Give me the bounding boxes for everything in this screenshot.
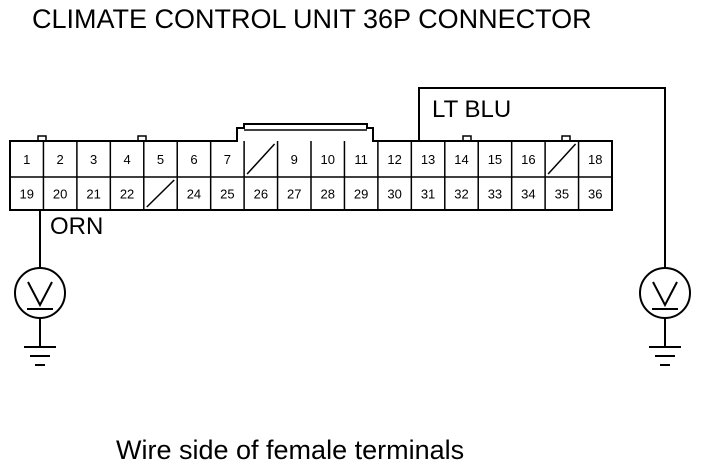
terminal-6: 6 bbox=[190, 152, 197, 167]
wire-lt-blu: LT BLU bbox=[418, 87, 666, 268]
terminal-24: 24 bbox=[187, 187, 201, 202]
ground-icon bbox=[649, 346, 681, 366]
voltmeter-icon bbox=[639, 267, 691, 346]
terminal-31: 31 bbox=[421, 187, 435, 202]
terminal-28: 28 bbox=[320, 187, 334, 202]
terminal-36: 36 bbox=[588, 187, 602, 202]
terminal-35: 35 bbox=[555, 187, 569, 202]
terminal-29: 29 bbox=[354, 187, 368, 202]
terminal-25: 25 bbox=[220, 187, 234, 202]
terminal-34: 34 bbox=[521, 187, 535, 202]
terminal-14: 14 bbox=[454, 152, 468, 167]
terminal-10: 10 bbox=[320, 152, 334, 167]
terminal-1: 1 bbox=[23, 152, 30, 167]
terminal-32: 32 bbox=[454, 187, 468, 202]
diagram-caption: Wire side of female terminals bbox=[116, 435, 464, 465]
terminal-11: 11 bbox=[354, 152, 368, 167]
voltmeter-icon bbox=[14, 267, 66, 346]
diagram-title: CLIMATE CONTROL UNIT 36P CONNECTOR bbox=[32, 4, 592, 34]
terminal-21: 21 bbox=[86, 187, 100, 202]
terminal-19: 19 bbox=[19, 187, 33, 202]
terminal-27: 27 bbox=[287, 187, 301, 202]
terminal-13: 13 bbox=[421, 152, 435, 167]
wire-orn: ORN bbox=[39, 210, 103, 268]
terminal-15: 15 bbox=[488, 152, 502, 167]
terminal-9: 9 bbox=[291, 152, 298, 167]
terminal-3: 3 bbox=[90, 152, 97, 167]
ground-icon bbox=[24, 346, 56, 366]
terminal-26: 26 bbox=[254, 187, 268, 202]
terminal-30: 30 bbox=[387, 187, 401, 202]
terminal-2: 2 bbox=[57, 152, 64, 167]
terminal-16: 16 bbox=[521, 152, 535, 167]
terminal-5: 5 bbox=[157, 152, 164, 167]
empty-cavity-mark bbox=[246, 143, 276, 175]
terminal-22: 22 bbox=[120, 187, 134, 202]
wire-label-lt-blu: LT BLU bbox=[432, 96, 511, 123]
empty-cavity-mark bbox=[547, 143, 577, 175]
terminal-33: 33 bbox=[488, 187, 502, 202]
terminal-4: 4 bbox=[123, 152, 130, 167]
wire-label-orn: ORN bbox=[50, 213, 103, 240]
terminal-18: 18 bbox=[588, 152, 602, 167]
terminal-7: 7 bbox=[224, 152, 231, 167]
terminal-12: 12 bbox=[387, 152, 401, 167]
terminal-20: 20 bbox=[53, 187, 67, 202]
empty-cavity-mark bbox=[146, 179, 175, 208]
